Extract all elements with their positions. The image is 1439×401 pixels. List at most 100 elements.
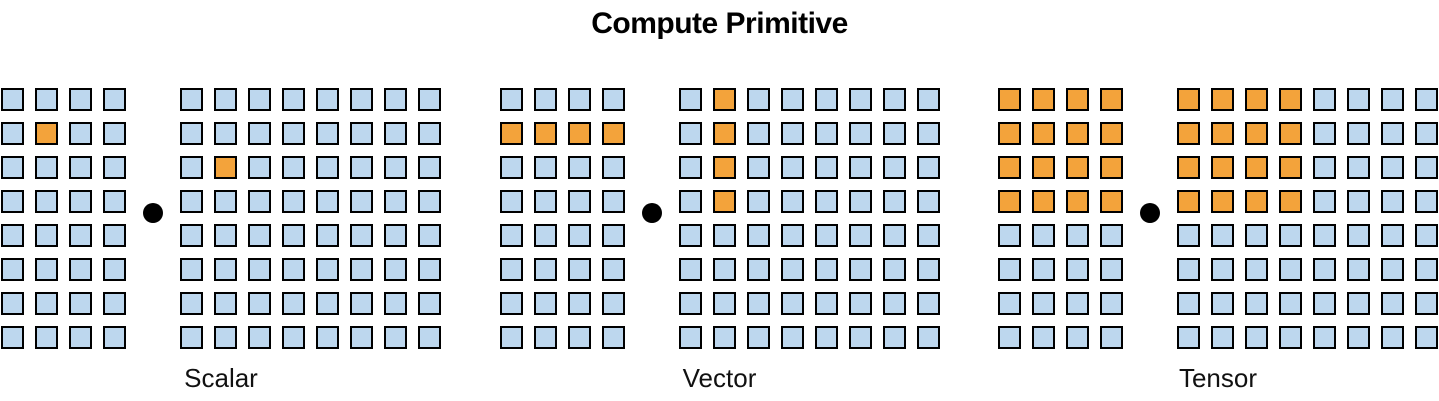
cell	[998, 224, 1021, 247]
cell	[418, 88, 441, 111]
cell	[316, 122, 339, 145]
cell	[746, 224, 770, 247]
page-title: Compute Primitive	[591, 7, 848, 40]
cell	[103, 292, 126, 315]
cell	[1032, 224, 1055, 247]
cell	[1415, 88, 1438, 111]
cell	[746, 258, 770, 281]
cell	[882, 326, 906, 349]
highlighted-cell	[567, 122, 591, 145]
cell	[282, 122, 305, 145]
cell	[678, 292, 702, 315]
cell	[69, 88, 92, 111]
cell	[103, 326, 126, 349]
cell	[1032, 258, 1055, 281]
cell	[69, 258, 92, 281]
highlighted-cell	[998, 122, 1021, 145]
cell	[35, 326, 58, 349]
cell	[780, 156, 804, 179]
cell	[1381, 224, 1404, 247]
cell	[1347, 190, 1370, 213]
cell	[1211, 224, 1234, 247]
cell	[1347, 224, 1370, 247]
cell	[916, 258, 940, 281]
cell	[180, 326, 203, 349]
cell	[350, 156, 373, 179]
cell	[780, 292, 804, 315]
tensor-label: Tensor	[1178, 363, 1258, 393]
highlighted-cell	[1100, 122, 1123, 145]
cell	[1313, 326, 1336, 349]
cell	[678, 224, 702, 247]
cell	[712, 326, 736, 349]
cell	[533, 190, 557, 213]
cell	[35, 156, 58, 179]
scalar-expression	[1, 88, 441, 349]
highlighted-cell	[1100, 156, 1123, 179]
cell	[248, 190, 271, 213]
cell	[282, 326, 305, 349]
cell	[1211, 326, 1234, 349]
cell	[1279, 326, 1302, 349]
cell	[103, 258, 126, 281]
cell	[916, 122, 940, 145]
vector-left-operand-grid	[499, 88, 625, 349]
cell	[601, 292, 625, 315]
cell	[678, 88, 702, 111]
cell	[1381, 156, 1404, 179]
cell	[848, 292, 872, 315]
cell	[882, 190, 906, 213]
cell	[418, 224, 441, 247]
cell	[746, 190, 770, 213]
cell	[282, 88, 305, 111]
cell	[248, 326, 271, 349]
cell	[350, 258, 373, 281]
cell	[1245, 258, 1268, 281]
highlighted-cell	[1100, 190, 1123, 213]
cell	[1313, 156, 1336, 179]
cell	[282, 292, 305, 315]
cell	[214, 122, 237, 145]
highlighted-cell	[1066, 190, 1089, 213]
cell	[567, 292, 591, 315]
highlighted-cell	[1177, 190, 1200, 213]
cell	[180, 258, 203, 281]
cell	[384, 122, 407, 145]
cell	[180, 88, 203, 111]
cell	[533, 258, 557, 281]
cell	[1279, 292, 1302, 315]
cell	[814, 292, 838, 315]
highlighted-cell	[712, 122, 736, 145]
cell	[814, 88, 838, 111]
cell	[248, 292, 271, 315]
cell	[1279, 224, 1302, 247]
vector-group: Vector	[499, 88, 940, 394]
cell	[214, 88, 237, 111]
cell	[1245, 292, 1268, 315]
cell	[712, 292, 736, 315]
cell	[282, 258, 305, 281]
cell	[1381, 88, 1404, 111]
cell	[418, 292, 441, 315]
cell	[350, 224, 373, 247]
cell	[1313, 190, 1336, 213]
cell	[1211, 258, 1234, 281]
cell	[103, 190, 126, 213]
cell	[248, 88, 271, 111]
cell	[780, 224, 804, 247]
cell	[1415, 292, 1438, 315]
cell	[848, 326, 872, 349]
cell	[1313, 122, 1336, 145]
dot-product-operator-icon	[641, 202, 662, 223]
cell	[1211, 292, 1234, 315]
cell	[282, 224, 305, 247]
cell	[180, 190, 203, 213]
cell	[678, 326, 702, 349]
cell	[567, 156, 591, 179]
cell	[1177, 258, 1200, 281]
highlighted-cell	[214, 156, 237, 179]
cell	[848, 258, 872, 281]
cell	[678, 258, 702, 281]
highlighted-cell	[1100, 88, 1123, 111]
highlighted-cell	[1177, 88, 1200, 111]
